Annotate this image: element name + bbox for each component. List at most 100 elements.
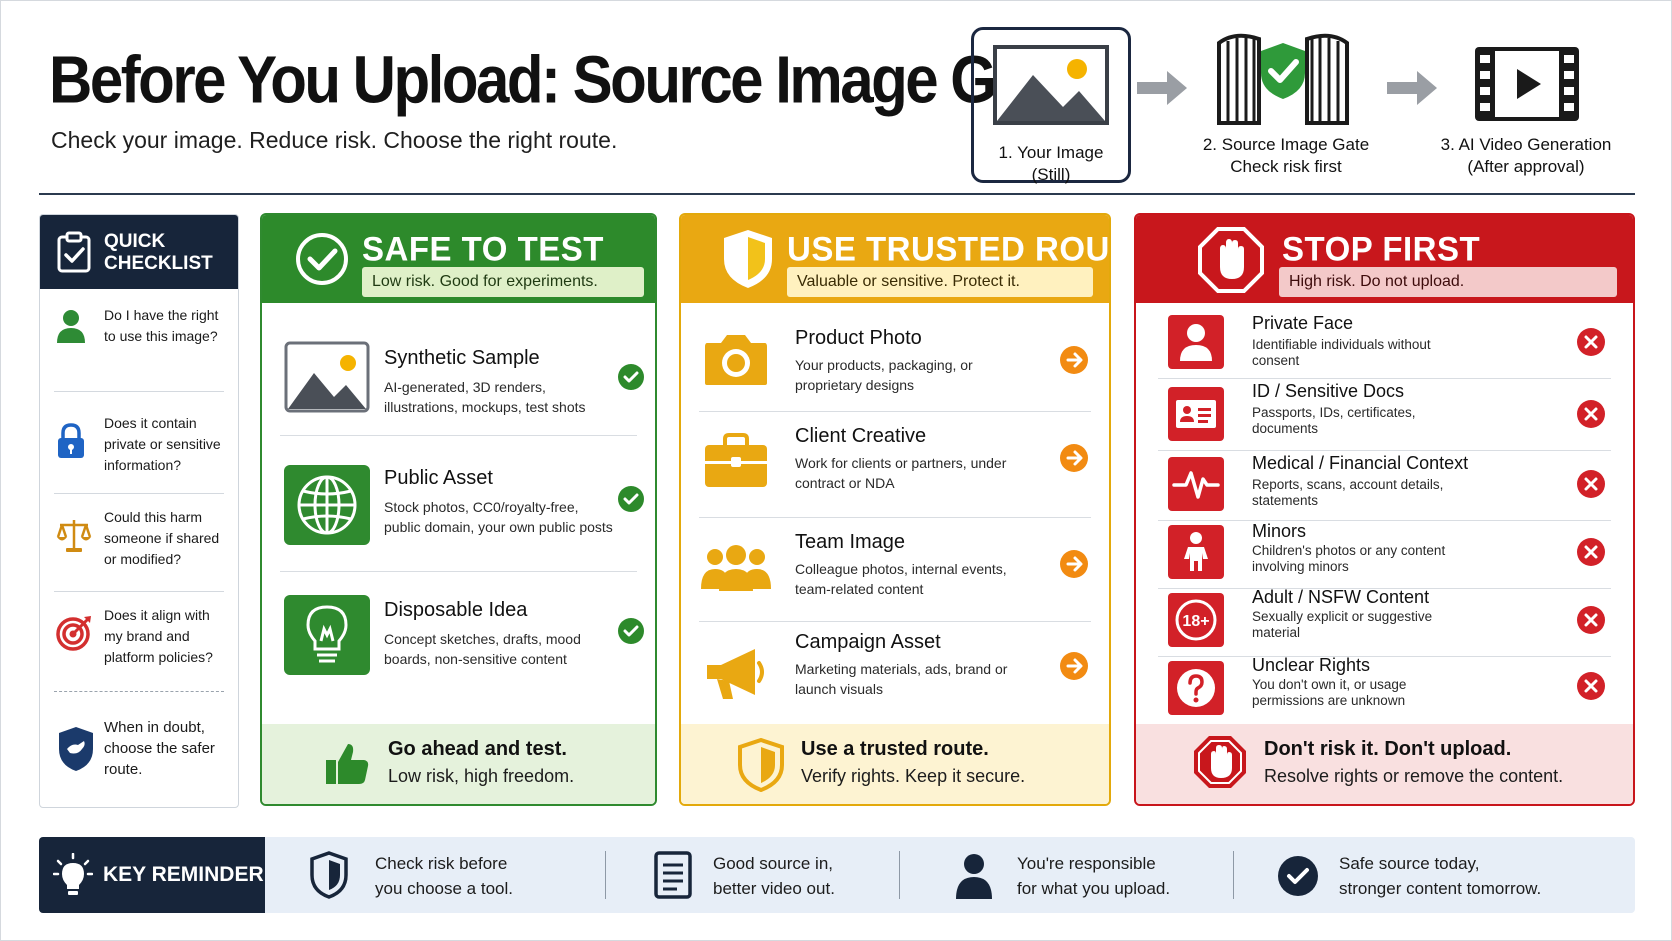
row-description: Reports, scans, account details, stateme… (1252, 477, 1444, 508)
trusted-route-column: USE TRUSTED ROUTE Valuable or sensitive.… (679, 213, 1111, 806)
safe-row: Public Asset Stock photos, CC0/royalty-f… (262, 437, 655, 571)
stop-tagline: High risk. Do not upload. (1279, 267, 1617, 297)
row-title: Disposable Idea (384, 599, 528, 621)
row-divider (1158, 520, 1611, 521)
safe-row: Disposable Idea Concept sketches, drafts… (262, 573, 655, 703)
document-icon (654, 851, 692, 899)
stop-hand-icon (1194, 736, 1246, 788)
flow-step-label: 3. AI Video Generation (1440, 135, 1612, 154)
row-title: Synthetic Sample (384, 347, 540, 369)
row-description: Colleague photos, internal events, team-… (795, 561, 1007, 597)
row-title: Medical / Financial Context (1252, 453, 1469, 473)
person-icon (1168, 315, 1224, 369)
reminder-line1: Check risk before (375, 854, 508, 873)
row-description: Passports, IDs, certificates, documents (1252, 405, 1416, 436)
reminder-divider (605, 851, 606, 899)
trusted-row: Team Image Colleague photos, internal ev… (681, 519, 1109, 621)
gate-icon (1217, 33, 1349, 125)
shield-icon (724, 230, 772, 288)
arrow-right-circle-icon (1060, 346, 1088, 374)
trusted-header: USE TRUSTED ROUTE Valuable or sensitive.… (681, 215, 1109, 303)
trusted-row: Campaign Asset Marketing materials, ads,… (681, 623, 1109, 723)
page-title: Before You Upload: Source Image Gate (49, 42, 1076, 118)
close-circle-icon (1577, 400, 1605, 428)
stop-row: Minors Children's photos or any content … (1136, 521, 1633, 589)
row-title: ID / Sensitive Docs (1252, 381, 1405, 401)
trusted-row: Client Creative Work for clients or part… (681, 413, 1109, 517)
stop-footer-headline: Don't risk it. Don't upload. (1264, 738, 1512, 760)
flow-step-label: 2. Source Image Gate (1202, 135, 1370, 154)
megaphone-icon (707, 649, 764, 699)
clipboard-check-icon (57, 231, 91, 273)
target-icon (56, 616, 91, 651)
stop-footer-subline: Resolve rights or remove the content. (1264, 766, 1564, 786)
briefcase-icon (705, 433, 767, 487)
row-description: Your products, packaging, or proprietary… (795, 357, 973, 393)
reminder-line1: Good source in, (713, 854, 834, 873)
row-divider (699, 517, 1091, 518)
checklist-item-text: Does it align with my brand and platform… (104, 607, 213, 665)
arrow-right-icon (1137, 71, 1187, 105)
key-reminder-header: KEY REMINDER (39, 837, 265, 913)
row-description: You don't own it, or usage permissions a… (1252, 677, 1407, 708)
shield-icon (310, 851, 348, 899)
stop-row: Unclear Rights You don't own it, or usag… (1136, 655, 1633, 725)
row-title: Unclear Rights (1252, 655, 1371, 675)
safe-footer-subline: Low risk, high freedom. (388, 766, 575, 786)
safe-row: Synthetic Sample AI-generated, 3D render… (262, 315, 655, 435)
flow-step-label: 1. Your Image (998, 143, 1104, 162)
checklist-divider (54, 591, 224, 592)
stop-row: ID / Sensitive Docs Passports, IDs, cert… (1136, 379, 1633, 449)
checklist-doubt-text: When in doubt, choose the safer route. (104, 719, 215, 778)
safe-to-test-column: SAFE TO TEST Low risk. Good for experime… (260, 213, 657, 806)
question-icon (1168, 661, 1224, 715)
checklist-title-line2: CHECKLIST (104, 253, 213, 274)
row-description: AI-generated, 3D renders, illustrations,… (384, 379, 586, 415)
check-circle-icon (1278, 856, 1318, 896)
person-icon (956, 854, 992, 899)
trusted-footer: Use a trusted route. Verify rights. Keep… (681, 724, 1109, 804)
flow-step-sublabel: (Still) (1031, 165, 1071, 184)
check-circle-icon (618, 486, 644, 512)
check-circle-icon (296, 233, 348, 285)
row-divider (699, 621, 1091, 622)
row-title: Campaign Asset (795, 631, 941, 653)
child-icon (1168, 525, 1224, 579)
trusted-title: USE TRUSTED ROUTE (787, 229, 1110, 268)
close-circle-icon (1577, 672, 1605, 700)
checklist-item-text: Do I have the right to use this image? (104, 307, 219, 344)
row-title: Team Image (795, 531, 906, 553)
arrow-right-circle-icon (1060, 550, 1088, 578)
safe-footer: Go ahead and test. Low risk, high freedo… (262, 724, 655, 804)
image-icon (993, 45, 1109, 125)
row-divider (699, 411, 1091, 412)
close-circle-icon (1577, 328, 1605, 356)
globe-icon (284, 465, 370, 545)
row-divider (280, 435, 637, 436)
reminder-line2: better video out. (713, 879, 835, 898)
reminder-divider (1233, 851, 1234, 899)
trusted-row: Product Photo Your products, packaging, … (681, 307, 1109, 411)
video-film-icon (1475, 47, 1579, 121)
flow-step-your-image: 1. Your Image (Still) (971, 27, 1131, 184)
stop-first-column: STOP FIRST High risk. Do not upload. Pri… (1134, 213, 1635, 806)
page-subtitle: Check your image. Reduce risk. Choose th… (51, 127, 618, 153)
reminder-divider (899, 851, 900, 899)
scales-icon (56, 520, 92, 552)
row-description: Marketing materials, ads, brand or launc… (795, 661, 1008, 697)
row-divider (280, 571, 637, 572)
checklist-divider (54, 391, 224, 392)
header-divider (39, 193, 1635, 195)
close-circle-icon (1577, 606, 1605, 634)
row-title: Minors (1252, 521, 1307, 541)
lock-icon (58, 423, 84, 458)
flow-step-sublabel: (After approval) (1467, 157, 1585, 176)
row-divider (1158, 656, 1611, 657)
row-title: Client Creative (795, 425, 927, 447)
check-circle-icon (618, 618, 644, 644)
checklist-dashed-divider (54, 691, 224, 692)
person-icon (57, 310, 85, 343)
row-title: Adult / NSFW Content (1252, 587, 1430, 607)
heartbeat-icon (1168, 457, 1224, 511)
